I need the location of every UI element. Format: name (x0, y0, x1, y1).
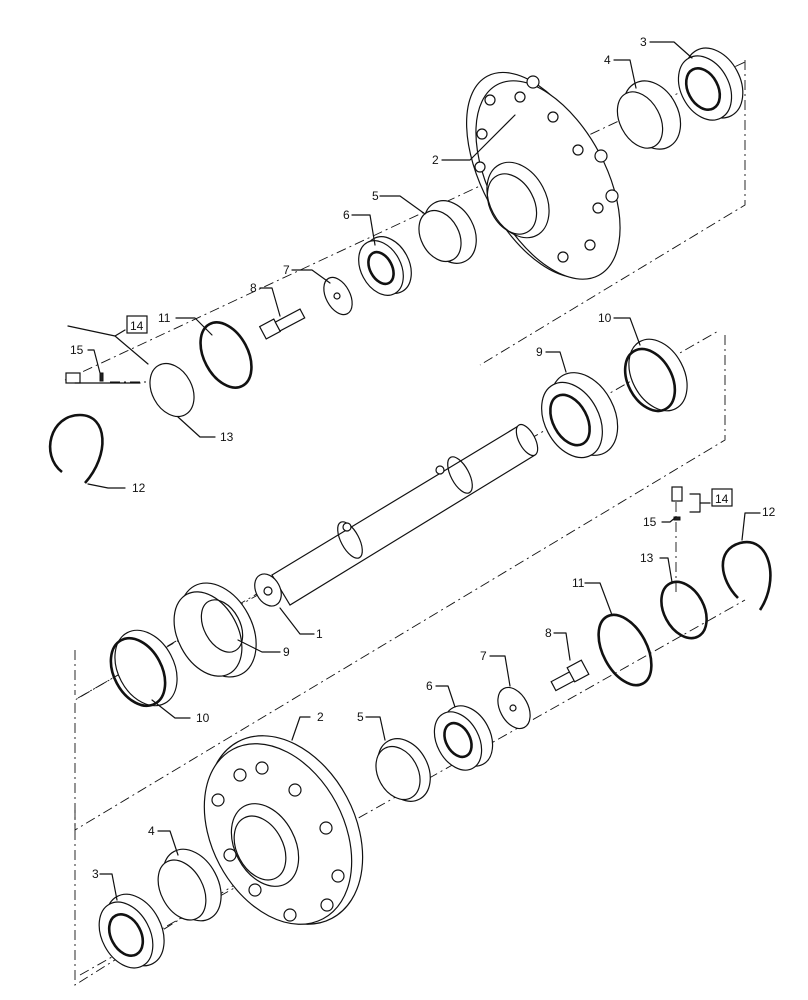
bearing-cone-6-top (358, 236, 412, 296)
callout-7-bottom: 7 (480, 649, 487, 663)
seal-ring-left (109, 629, 178, 708)
callout-2-top: 2 (432, 153, 439, 167)
callout-2-bottom: 2 (317, 710, 324, 724)
hub-bottom (203, 735, 364, 925)
o-ring-top (199, 321, 253, 389)
callout-15-top: 15 (70, 343, 84, 357)
callout-12-right: 12 (762, 505, 776, 519)
leader-lines (67, 41, 761, 901)
callout-3-top: 3 (640, 35, 647, 49)
plug-right (671, 486, 683, 502)
plug-top (65, 372, 81, 384)
cap-top (149, 362, 195, 418)
bearing-cone-bottom (98, 893, 165, 969)
bearing-cup-top (616, 80, 682, 150)
callout-4-top: 4 (604, 53, 611, 67)
callout-8-top: 8 (250, 281, 257, 295)
cap-right (660, 580, 708, 640)
callout-13-top: 13 (220, 430, 234, 444)
spindle-shaft (254, 423, 539, 607)
washer-bottom (497, 686, 531, 730)
callout-10-left: 10 (196, 711, 210, 725)
callout-9-right: 9 (536, 345, 543, 359)
callout-11-bottom: 11 (572, 576, 585, 590)
seal-right (541, 372, 619, 459)
bearing-cup-5-top (418, 200, 477, 264)
seal-ring-right (623, 338, 688, 413)
bearing-cone-top (677, 47, 744, 121)
bolt-top (258, 308, 306, 340)
callout-8-bottom: 8 (545, 626, 552, 640)
bolt-bottom (550, 659, 590, 692)
callout-6-bottom: 6 (426, 679, 433, 693)
callout-7-top: 7 (283, 263, 290, 277)
snap-ring-top (48, 413, 104, 484)
callout-15-right: 15 (643, 515, 657, 529)
bearing-cup-5-bottom (375, 738, 431, 802)
callout-10-right: 10 (598, 311, 612, 325)
callout-5-bottom: 5 (357, 710, 364, 724)
callout-6-top: 6 (343, 208, 350, 222)
plug-seal-top (99, 372, 104, 382)
callout-11-top: 11 (158, 311, 171, 325)
reference-box-14-right (711, 488, 733, 507)
callout-14-top: 14 (130, 319, 144, 333)
seal-left (173, 582, 257, 678)
callout-5-top: 5 (372, 189, 379, 203)
o-ring-bottom (597, 613, 653, 687)
callout-labels: 3 4 2 5 6 7 8 11 14 15 13 12 10 9 1 9 10… (70, 35, 776, 881)
bearing-cone-6-bottom (433, 705, 494, 771)
snap-ring-right (721, 540, 772, 611)
callout-14-right: 14 (715, 492, 729, 506)
washer-top (323, 276, 353, 316)
callout-3-bottom: 3 (92, 867, 99, 881)
callout-12-top: 12 (132, 481, 146, 495)
callout-13-right: 13 (640, 551, 654, 565)
reference-box-14-top (126, 315, 148, 334)
hub-top (466, 71, 621, 280)
callout-4-bottom: 4 (148, 824, 155, 838)
callout-9-left: 9 (283, 645, 290, 659)
bearing-cup-bottom (157, 848, 222, 922)
callout-1: 1 (316, 627, 323, 641)
